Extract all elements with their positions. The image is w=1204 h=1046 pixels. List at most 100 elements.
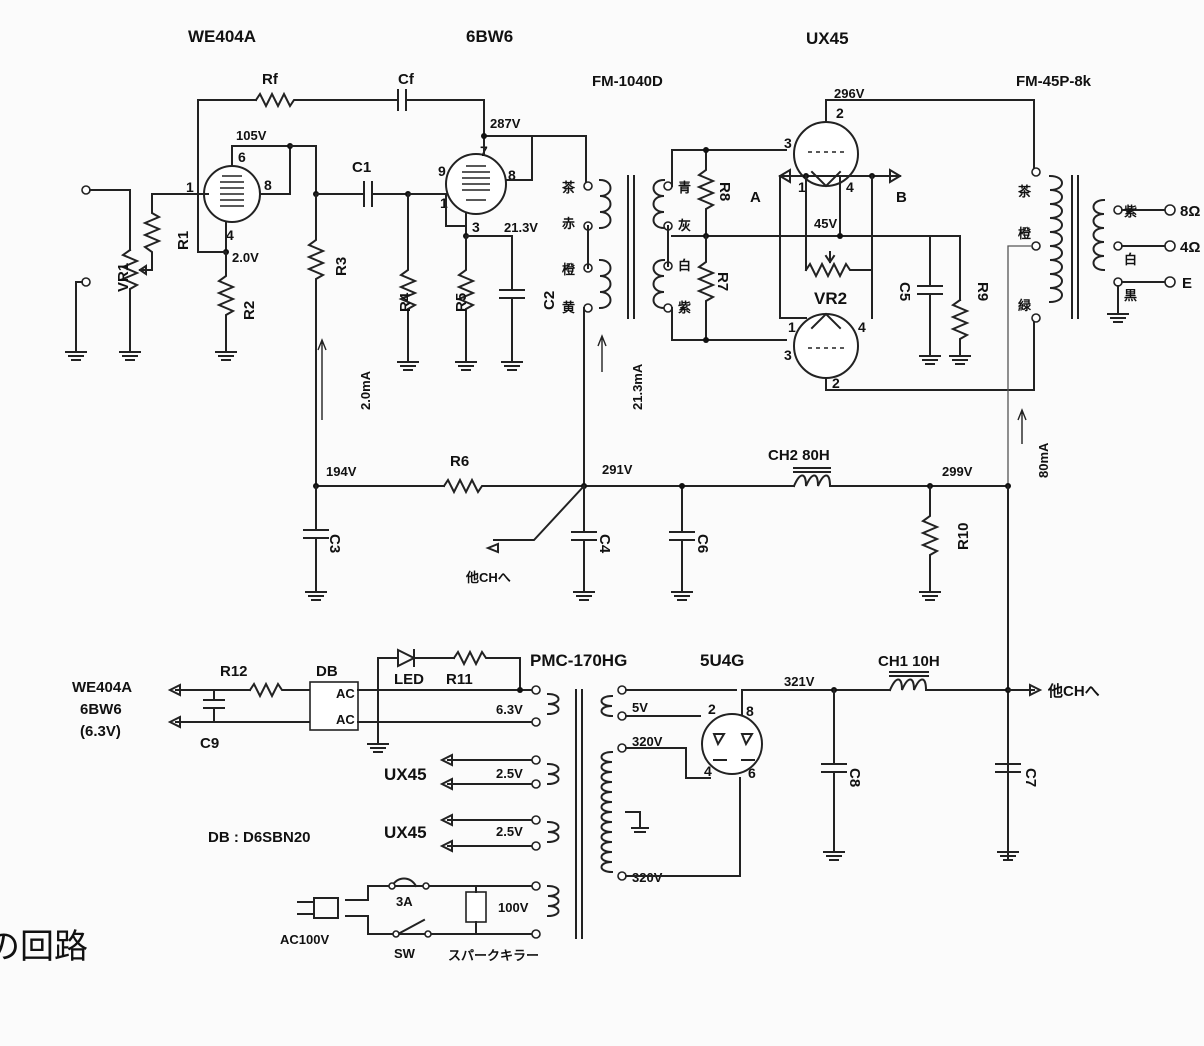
r8-label: R8: [716, 182, 733, 201]
6bw6-pin-1: 1: [440, 195, 448, 211]
power-transformer: [546, 689, 614, 939]
spark-killer-label: スパークキラー: [448, 948, 539, 963]
ux45-upper-pin-1: 1: [798, 179, 806, 195]
db-ac-pin-2: AC: [336, 712, 355, 727]
output-transformer: [1048, 174, 1106, 319]
mark-a: A: [750, 189, 761, 206]
it-wire-brown: 茶: [562, 180, 576, 195]
5u4g-pin-6: 6: [748, 765, 756, 781]
ch2-label: CH2 80H: [768, 447, 830, 464]
ux45-lower-pin-2: 2: [832, 375, 840, 391]
we404a-pin-6: 6: [238, 149, 246, 165]
b-plus-321: 321V: [784, 674, 815, 689]
5u4g-pin-2: 2: [708, 701, 716, 717]
op-wire-white: 白: [1124, 252, 1137, 267]
ground-symbol: [919, 351, 941, 365]
b-plus-194: 194V: [326, 464, 357, 479]
we404a-pin-1: 1: [186, 179, 194, 195]
ground-symbol: [997, 847, 1019, 861]
ux45-lower-pin-4: 4: [858, 319, 866, 335]
to-other-ch-1: 他CHへ: [465, 570, 511, 585]
rf-label: Rf: [262, 71, 279, 88]
c2-label: C2: [541, 291, 558, 310]
c7-label: C7: [1022, 768, 1039, 787]
power-transformer-label: PMC-170HG: [530, 651, 627, 670]
ux45-heater-2: UX45: [384, 823, 427, 842]
r7-label: R7: [714, 272, 731, 291]
c4-label: C4: [596, 534, 613, 554]
ground-symbol: [397, 357, 419, 371]
it-wire-white: 白: [678, 258, 691, 273]
r6-label: R6: [450, 453, 469, 470]
op-wire-brown: 茶: [1018, 184, 1032, 199]
r10-label: R10: [955, 522, 972, 550]
output-current: 80mA: [1036, 442, 1051, 478]
figure-caption: の回路: [0, 928, 88, 966]
heater-5v: 5V: [632, 700, 648, 715]
ux45-cathode-voltage: 45V: [814, 216, 837, 231]
ux45-upper-pin-2: 2: [836, 105, 844, 121]
ux45-upper-pin-4: 4: [846, 179, 854, 195]
hv-320v-top: 320V: [632, 734, 663, 749]
we404a-pin-8: 8: [264, 177, 272, 193]
speaker-terminal-8: [1164, 204, 1176, 216]
ux45-lower-pin-1: 1: [788, 319, 796, 335]
speaker-tap-e: E: [1182, 275, 1192, 292]
ground-symbol: [949, 351, 971, 365]
5u4g-pin-4: 4: [704, 763, 712, 779]
spark-killer: [465, 891, 487, 923]
6bw6-pin-9: 9: [438, 163, 446, 179]
vr1-resistor: [120, 248, 140, 347]
we404a-pin-4: 4: [226, 227, 234, 243]
it-wire-purple: 紫: [678, 300, 691, 315]
to-other-ch-2: 他CHへ: [1047, 682, 1100, 700]
c9-label: C9: [200, 735, 219, 752]
heater-dest-we404a: WE404A: [72, 679, 132, 696]
vr2-label: VR2: [814, 289, 847, 308]
r1-label: R1: [175, 231, 192, 250]
db-ac-pin-1: AC: [336, 686, 355, 701]
r11-label: R11: [446, 671, 473, 688]
ux45-plate-voltage: 296V: [834, 86, 865, 101]
6bw6-plate-voltage: 287V: [490, 116, 521, 131]
r9-label: R9: [974, 282, 991, 301]
led-label: LED: [394, 671, 424, 688]
6bw6-pin-3: 3: [472, 219, 480, 235]
ground-symbol: [65, 345, 87, 361]
ux45-lower-pin-3: 3: [784, 347, 792, 363]
6bw6-current: 21.3mA: [630, 363, 645, 410]
db-spec: DB : D6SBN20: [208, 829, 311, 846]
heater-2-5v-a: 2.5V: [496, 766, 523, 781]
6bw6-cathode-voltage: 21.3V: [504, 220, 538, 235]
ground-symbol: [455, 357, 477, 371]
we404a-cathode-voltage: 2.0V: [232, 250, 259, 265]
ground-symbol: [823, 847, 845, 861]
speaker-tap-4: 4Ω: [1180, 239, 1200, 256]
input-terminal: [81, 185, 91, 195]
we404a-current: 2.0mA: [358, 370, 373, 410]
ac-plug-icon: [297, 897, 339, 919]
it-wire-red: 赤: [562, 216, 575, 231]
c5-label: C5: [896, 282, 913, 301]
ground-symbol: [671, 587, 693, 601]
b-plus-299: 299V: [942, 464, 973, 479]
speaker-terminal-4: [1164, 240, 1176, 252]
switch-label: SW: [394, 946, 416, 961]
op-wire-orange: 橙: [1018, 226, 1032, 241]
heater-6-3v: 6.3V: [496, 702, 523, 717]
ground-symbol: [215, 345, 237, 361]
it-wire-blue: 青: [678, 180, 691, 195]
r2-label: R2: [241, 301, 258, 320]
op-wire-purple: 紫: [1124, 204, 1137, 219]
c6-label: C6: [694, 534, 711, 553]
it-wire-gray: 灰: [678, 218, 691, 233]
6bw6-pin-8: 8: [508, 167, 516, 183]
b-plus-291: 291V: [602, 462, 633, 477]
r3-label: R3: [333, 257, 350, 276]
5u4g-pin-8: 8: [746, 703, 754, 719]
output-transformer-label: FM-45P-8k: [1016, 73, 1092, 90]
r5-label: R5: [453, 293, 470, 312]
it-wire-yellow: 黄: [562, 300, 575, 315]
interstage-transformer: [598, 175, 666, 319]
